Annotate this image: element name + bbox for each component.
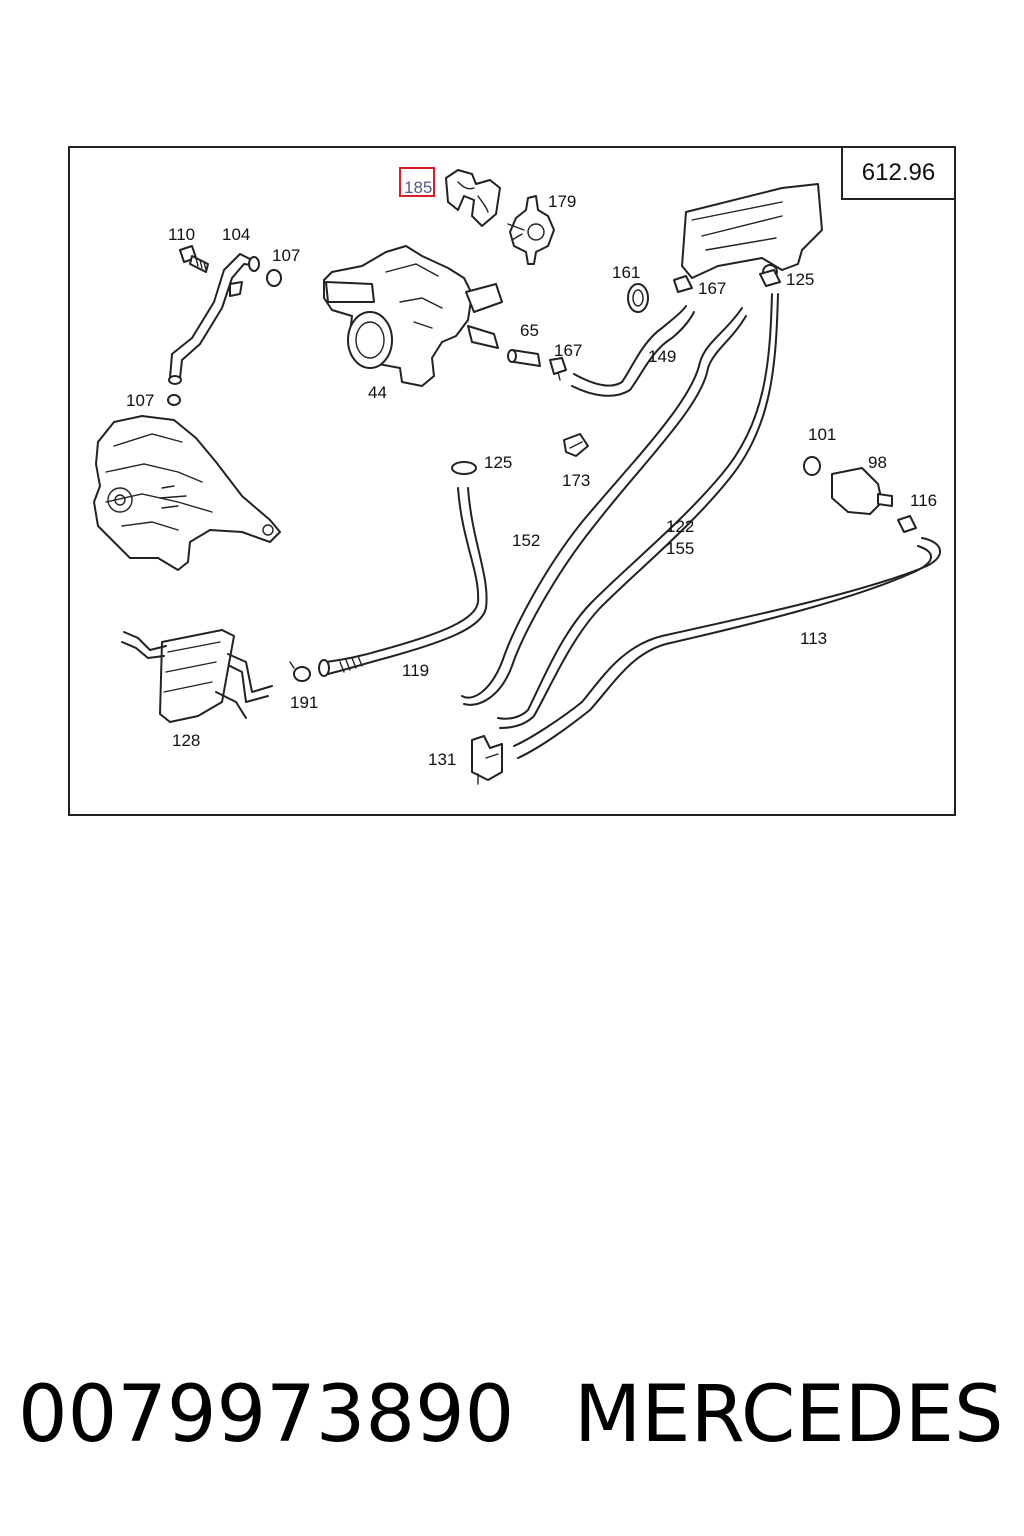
part-125-clamp-mid [451, 461, 477, 475]
part-167-clamp-b [673, 275, 693, 293]
callout-128: 128 [172, 731, 200, 750]
part-expansion-tank [681, 183, 823, 280]
part-65-sleeve [507, 349, 541, 367]
callout-119: 119 [402, 661, 429, 680]
callout-179: 179 [548, 192, 576, 211]
parts-diagram: 185 179 110 104 107 107 44 65 167 161 16… [68, 146, 956, 816]
exploded-view: 185 179 110 104 107 107 44 65 167 161 16… [93, 167, 941, 785]
part-161-ring [627, 283, 649, 313]
callout-161: 161 [612, 263, 640, 282]
part-167-clamp-a [549, 357, 567, 381]
callout-191: 191 [290, 693, 318, 712]
part-101-washer [803, 456, 821, 476]
part-122-155-hoses [461, 293, 779, 729]
part-128-exchanger [121, 629, 273, 723]
callout-125-top: 125 [786, 270, 814, 289]
footer-caption: 0079973890 MERCEDES [18, 1370, 1008, 1470]
part-179-valve [507, 195, 555, 265]
callout-107-top: 107 [272, 246, 300, 265]
callout-101: 101 [808, 425, 836, 444]
callout-152: 152 [512, 531, 540, 550]
callout-131: 131 [428, 750, 456, 769]
part-191-clamp [289, 661, 311, 682]
diagram-reference-code: 612.96 [841, 146, 956, 200]
callout-113: 113 [800, 629, 827, 648]
highlight-box-185 [399, 167, 435, 197]
callout-122: 122 [666, 517, 694, 536]
callout-149: 149 [648, 347, 676, 366]
part-44-housing [323, 245, 503, 387]
part-107-washer-bottom [167, 394, 181, 406]
callout-107-bottom: 107 [126, 391, 154, 410]
callout-167-a: 167 [554, 341, 582, 360]
callout-44: 44 [368, 383, 387, 402]
part-185-clip [445, 169, 501, 227]
part-113-hose [513, 537, 941, 759]
callout-173: 173 [562, 471, 590, 490]
callout-185: 185 [404, 178, 432, 197]
callout-98: 98 [868, 453, 887, 472]
part-number: 0079973890 [18, 1370, 515, 1460]
callout-155: 155 [666, 539, 694, 558]
part-107-washer-top [266, 269, 282, 287]
part-131-clip [471, 735, 503, 785]
callout-167-b: 167 [698, 279, 726, 298]
part-173-clamp [563, 433, 589, 457]
brand-name: MERCEDES [574, 1370, 1004, 1460]
part-119-hose [318, 487, 488, 677]
part-149-hose [571, 305, 695, 397]
callout-110: 110 [168, 225, 195, 244]
part-116-clamp [897, 515, 917, 533]
callout-116: 116 [910, 491, 937, 510]
part-104-pipe [168, 253, 260, 385]
callout-65: 65 [520, 321, 539, 340]
callout-104: 104 [222, 225, 250, 244]
part-110-bolt [179, 245, 209, 273]
part-125-clamp-top [759, 269, 781, 287]
part-engine-housing [93, 415, 281, 571]
part-98-valve [831, 467, 893, 515]
callout-125-mid: 125 [484, 453, 512, 472]
